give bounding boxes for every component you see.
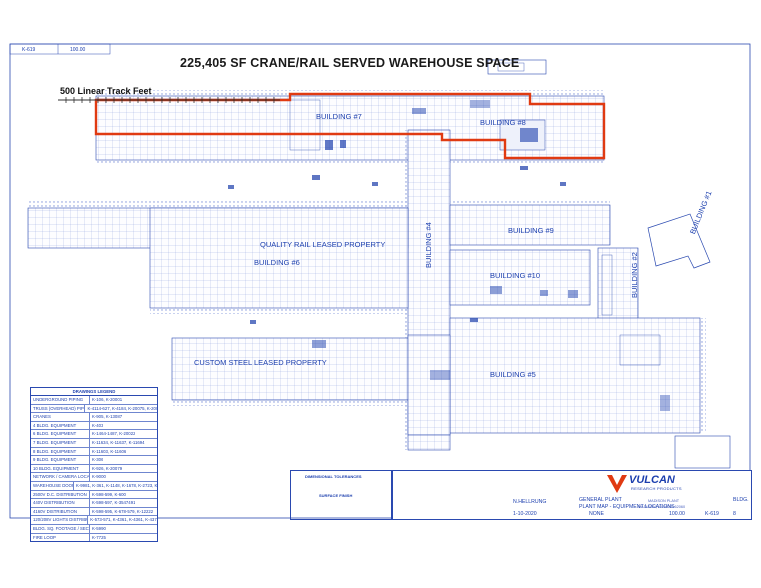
drawing-date: 1-10-2020 — [513, 511, 537, 517]
drawing-scale: NONE — [589, 511, 604, 517]
revision-number: 8 — [733, 511, 736, 517]
legend-row: BLDG. SQ. FOOTAGE / SECTIONALK-5990 — [31, 524, 157, 534]
track-footage-note: 500 Linear Track Feet — [60, 86, 152, 96]
label-quality-rail: QUALITY RAIL LEASED PROPERTY — [260, 240, 386, 249]
equipment-markers — [228, 166, 566, 324]
tolerances-heading: DIMENSIONAL TOLERANCES — [305, 474, 362, 479]
label-building-8: BUILDING #8 — [480, 118, 526, 127]
bldg-label: BLDG. — [733, 497, 749, 503]
drawing-line-2: PLANT MAP - EQUIPMENT LOCATIONS — [579, 504, 675, 510]
legend-row: NETWORK / CAMERA LOCATIONSK-9000 — [31, 473, 157, 482]
surface-finish-heading: SURFACE FINISH — [319, 493, 353, 498]
top-outbuilding — [487, 59, 547, 75]
title-block: VULCAN RESEARCH PRODUCTS MADISON PLANT M… — [392, 470, 752, 520]
tolerances-box: DIMENSIONAL TOLERANCES SURFACE FINISH — [290, 470, 392, 520]
sheet-number: K-619 — [705, 511, 719, 517]
building-1-outline — [647, 213, 711, 269]
building-7-8-block — [95, 90, 605, 165]
label-building-5: BUILDING #5 — [490, 370, 536, 379]
corner-sheet-value: 100.00 — [70, 47, 86, 53]
rail-track — [58, 97, 280, 103]
label-building-9: BUILDING #9 — [508, 226, 554, 235]
legend-heading: DRAWINGS LEGEND — [31, 388, 157, 396]
label-custom-steel: CUSTOM STEEL LEASED PROPERTY — [194, 358, 327, 367]
drawn-by: N.HELLRUNG — [513, 499, 547, 505]
company-subtitle: RESEARCH PRODUCTS — [631, 486, 682, 491]
corner-sheet-number: K-619 — [22, 47, 36, 53]
plant-location: MADISON, ILLINOIS 62060 — [638, 505, 686, 509]
page-title: 225,405 SF CRANE/RAIL SERVED WAREHOUSE S… — [180, 56, 520, 70]
building-2-block — [597, 247, 639, 329]
crane-rail-highlight — [94, 92, 606, 160]
plant-name: MADISON PLANT — [648, 499, 680, 503]
drawing-number: 100.00 — [669, 511, 685, 517]
label-building-10: BUILDING #10 — [490, 271, 541, 280]
label-building-6: BUILDING #6 — [254, 258, 300, 267]
label-building-2: BUILDING #2 — [630, 252, 639, 298]
drawing-frame — [9, 43, 751, 519]
drawing-line-1: GENERAL PLANT — [579, 497, 622, 503]
vulcan-logo-icon — [607, 475, 627, 493]
building-9-10-block — [449, 200, 611, 306]
company-name: VULCAN — [629, 474, 675, 486]
building-6-block — [27, 200, 409, 314]
label-building-7: BUILDING #7 — [316, 112, 362, 121]
building-5-block — [171, 317, 706, 436]
lower-right-outbuilding — [674, 435, 731, 469]
label-building-4: BUILDING #4 — [424, 222, 433, 268]
